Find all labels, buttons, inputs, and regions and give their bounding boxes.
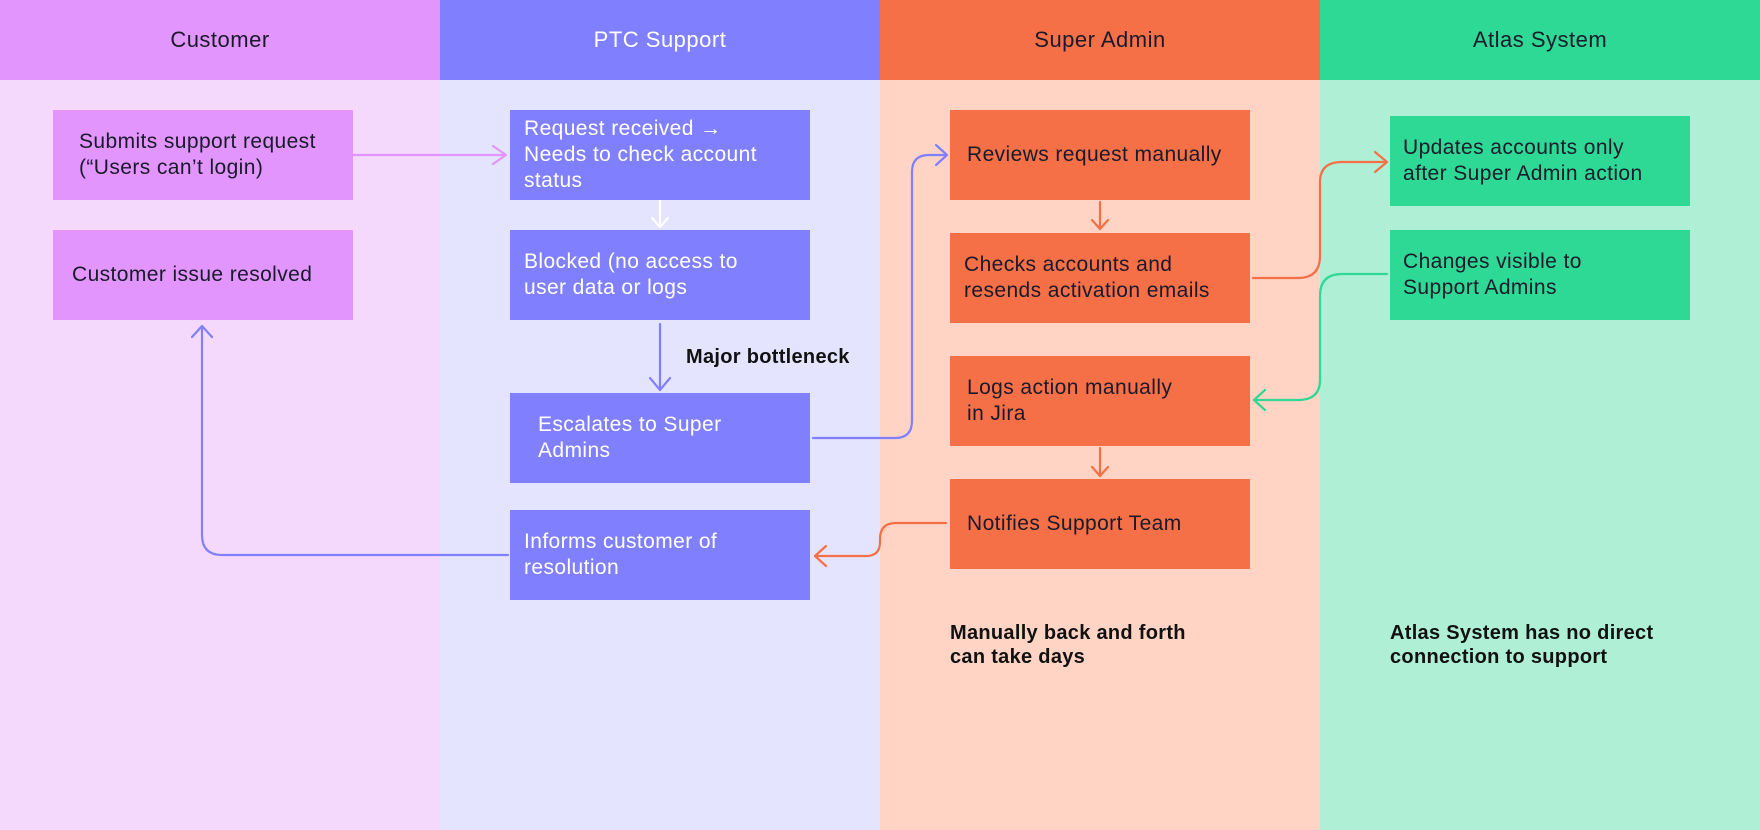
step-updates-accounts-label: Updates accounts only after Super Admin … <box>1403 136 1643 185</box>
step-informs-customer-label: Informs customer of resolution <box>524 530 718 579</box>
step-changes-visible-label: Changes visible to Support Admins <box>1403 250 1582 299</box>
step-blocked: Blocked (no access to user data or logs <box>510 230 810 320</box>
step-informs-customer: Informs customer of resolution <box>510 510 810 600</box>
step-logs-action: Logs action manually in Jira <box>950 356 1250 446</box>
lane-admin-header: Super Admin <box>880 0 1320 80</box>
step-submit-request-label: Submits support request (“Users can’t lo… <box>79 130 316 179</box>
step-notifies-support: Notifies Support Team <box>950 479 1250 569</box>
admin-note: Manually back and forth can take days <box>950 622 1186 668</box>
lane-support-header: PTC Support <box>440 0 880 80</box>
step-notifies-support-label: Notifies Support Team <box>967 512 1182 535</box>
step-issue-resolved-label: Customer issue resolved <box>72 263 313 286</box>
step-changes-visible: Changes visible to Support Admins <box>1390 230 1690 320</box>
step-checks-accounts: Checks accounts and resends activation e… <box>950 233 1250 323</box>
step-reviews-request: Reviews request manually <box>950 110 1250 200</box>
atlas-note: Atlas System has no direct connection to… <box>1390 622 1654 668</box>
step-checks-accounts-label: Checks accounts and resends activation e… <box>964 253 1210 302</box>
step-updates-accounts: Updates accounts only after Super Admin … <box>1390 116 1690 206</box>
step-reviews-request-label: Reviews request manually <box>967 143 1222 166</box>
bottleneck-note: Major bottleneck <box>686 346 850 368</box>
step-request-received: Request received → Needs to check accoun… <box>510 110 810 200</box>
step-escalates-label: Escalates to Super Admins <box>538 413 722 462</box>
step-logs-action-label: Logs action manually in Jira <box>967 376 1173 425</box>
step-escalates: Escalates to Super Admins <box>510 393 810 483</box>
step-request-received-label: Request received → Needs to check accoun… <box>524 117 757 192</box>
step-issue-resolved: Customer issue resolved <box>53 230 353 320</box>
step-blocked-label: Blocked (no access to user data or logs <box>524 250 738 299</box>
lane-customer-header: Customer <box>0 0 440 80</box>
step-submit-request: Submits support request (“Users can’t lo… <box>53 110 353 200</box>
lane-atlas-header: Atlas System <box>1320 0 1760 80</box>
